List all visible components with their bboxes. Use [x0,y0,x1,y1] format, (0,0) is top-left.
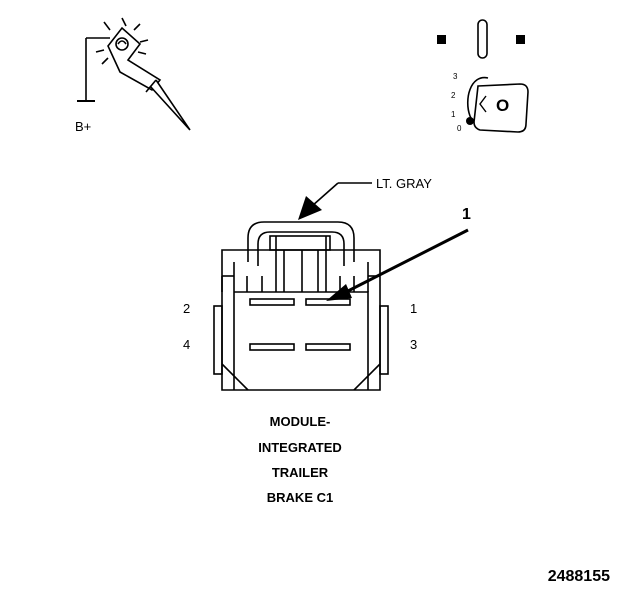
figure-id: 2488155 [547,568,610,585]
key-position-3: 3 [453,72,458,81]
pin-label-3: 3 [410,337,418,352]
connector-title-line-4: BRAKE C1 [266,490,334,505]
pin-label-1: 1 [410,301,418,316]
key-position-0: 0 [457,124,462,133]
test-light-icon [77,17,191,131]
pin-cavity-3 [305,343,351,351]
pin-label-4: 4 [183,337,191,352]
key-switch-icon [437,19,529,133]
pin-cavity-4 [249,343,295,351]
callout-number: 1 [462,206,471,223]
key-letter: O [496,96,510,115]
supply-label: B+ [75,119,92,134]
connector-title-line-1: MODULE- [269,414,331,429]
connector-title-line-3: TRAILER [271,465,329,480]
key-position-2: 2 [451,91,456,100]
pin-label-2: 2 [183,301,191,316]
key-position-1: 1 [451,110,456,119]
connector-outline [213,221,389,391]
pin-cavity-1 [305,298,351,306]
connector-title-line-2: INTEGRATED [258,440,342,455]
pin-cavities [249,298,351,351]
callout-1-leader [326,228,469,301]
wire-color-label: LT. GRAY [376,176,432,191]
pin-cavity-2 [249,298,295,306]
wire-color-leader [298,182,372,220]
